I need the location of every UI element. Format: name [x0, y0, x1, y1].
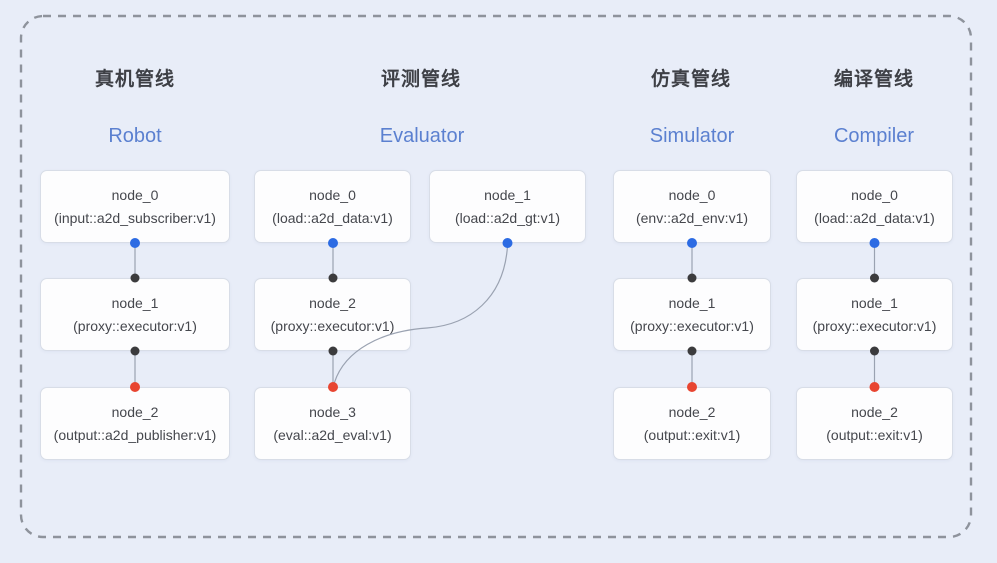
- pipeline-title-zh-robot: 真机管线: [94, 69, 175, 90]
- node-evaluator-2: node_2 (proxy::executor:v1): [254, 278, 411, 351]
- node-type: (eval::a2d_eval:v1): [273, 426, 392, 443]
- node-compiler-0: node_0 (load::a2d_data:v1): [796, 170, 953, 243]
- node-name: node_1: [668, 294, 716, 311]
- node-simulator-1: node_1 (proxy::executor:v1): [613, 278, 771, 351]
- node-compiler-1: node_1 (proxy::executor:v1): [796, 278, 953, 351]
- node-name: node_2: [668, 403, 716, 420]
- node-name: node_3: [309, 403, 356, 420]
- node-type: (proxy::executor:v1): [630, 317, 754, 334]
- node-evaluator-0: node_0 (load::a2d_data:v1): [254, 170, 411, 243]
- node-name: node_2: [309, 294, 356, 311]
- node-name: node_1: [111, 294, 159, 311]
- node-robot-0: node_0 (input::a2d_subscriber:v1): [40, 170, 230, 243]
- node-name: node_0: [111, 186, 159, 203]
- node-type: (output::exit:v1): [643, 426, 741, 443]
- pipeline-title-en-robot: Robot: [108, 125, 162, 147]
- node-compiler-2: node_2 (output::exit:v1): [796, 387, 953, 460]
- node-name: node_0: [851, 186, 898, 203]
- node-type: (input::a2d_subscriber:v1): [54, 209, 216, 226]
- node-name: node_2: [111, 403, 159, 420]
- node-name: node_1: [484, 186, 531, 203]
- node-evaluator-3: node_3 (eval::a2d_eval:v1): [254, 387, 411, 460]
- pipeline-title-zh-compiler: 编译管线: [833, 69, 914, 90]
- node-type: (env::a2d_env:v1): [635, 209, 749, 226]
- node-evaluator-1: node_1 (load::a2d_gt:v1): [429, 170, 586, 243]
- node-name: node_0: [309, 186, 356, 203]
- node-name: node_2: [851, 403, 898, 420]
- node-type: (load::a2d_data:v1): [814, 209, 935, 226]
- node-type: (load::a2d_data:v1): [272, 209, 393, 226]
- node-type: (load::a2d_gt:v1): [454, 209, 561, 226]
- node-simulator-0: node_0 (env::a2d_env:v1): [613, 170, 771, 243]
- pipeline-title-en-simulator: Simulator: [649, 125, 735, 147]
- node-simulator-2: node_2 (output::exit:v1): [613, 387, 771, 460]
- node-type: (output::a2d_publisher:v1): [53, 426, 217, 443]
- node-robot-2: node_2 (output::a2d_publisher:v1): [40, 387, 230, 460]
- pipeline-title-en-compiler: Compiler: [833, 125, 915, 147]
- pipeline-title-zh-evaluator: 评测管线: [380, 69, 461, 90]
- node-type: (proxy::executor:v1): [270, 317, 395, 334]
- node-type: (proxy::executor:v1): [812, 317, 937, 334]
- pipeline-title-en-evaluator: Evaluator: [379, 125, 465, 147]
- node-robot-1: node_1 (proxy::executor:v1): [40, 278, 230, 351]
- node-type: (output::exit:v1): [826, 426, 923, 443]
- pipeline-title-zh-simulator: 仿真管线: [650, 69, 731, 90]
- node-type: (proxy::executor:v1): [73, 317, 197, 334]
- node-name: node_1: [851, 294, 898, 311]
- node-name: node_0: [668, 186, 716, 203]
